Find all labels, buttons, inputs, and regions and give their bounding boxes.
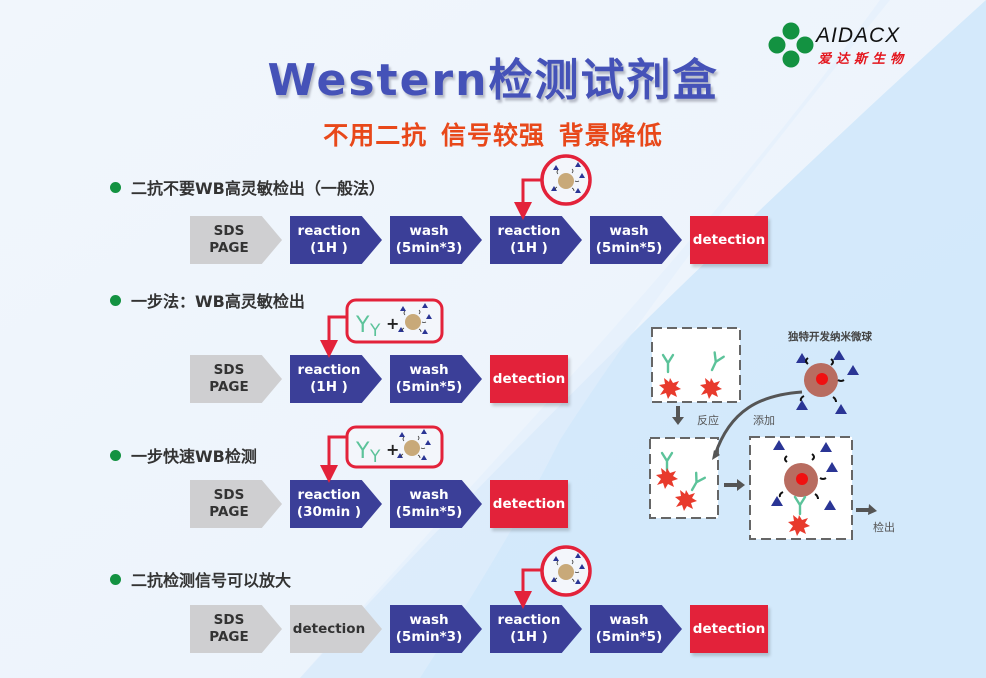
step-wash: wash(5min*5) (590, 216, 682, 264)
step-reaction: reaction(30min ) (290, 480, 382, 528)
section-3-label: 一步快速WB检测 (110, 443, 257, 467)
step-reaction: reaction(1H ) (290, 355, 382, 403)
bullet-icon (110, 573, 121, 585)
step-wash: wash(5min*5) (390, 480, 482, 528)
section-1-label: 二抗不要WB高灵敏检出（一般法） (110, 175, 385, 199)
bullet-icon (110, 449, 121, 461)
step-detection: detection (490, 355, 568, 403)
brand-name: AIDACX (816, 24, 901, 47)
step-wash: wash(5min*3) (390, 605, 482, 653)
section-2-label: 一步法：WB高灵敏检出 (110, 288, 305, 312)
step-detection: detection (690, 216, 768, 264)
step-detection-gray: detection (290, 605, 382, 653)
four-dot-logo-icon (768, 22, 814, 68)
bullet-icon (110, 294, 121, 306)
step-detection: detection (490, 480, 568, 528)
section-title: 二抗检测信号可以放大 (131, 571, 292, 590)
bullet-icon (110, 181, 121, 193)
section-title: 一步法：WB高灵敏检出 (131, 292, 305, 311)
step-reaction: reaction(1H ) (490, 216, 582, 264)
step-wash: wash(5min*3) (390, 216, 482, 264)
step-reaction: reaction(1H ) (490, 605, 582, 653)
page-subtitle: 不用二抗 信号较强 背景降低 (323, 121, 663, 150)
step-wash: wash(5min*5) (390, 355, 482, 403)
step-wash: wash(5min*5) (590, 605, 682, 653)
page-title: Western检测试剂盒 (267, 55, 719, 106)
section-title: 二抗不要WB高灵敏检出（一般法） (131, 179, 385, 198)
section-title: 一步快速WB检测 (131, 447, 257, 466)
brand-logo: AIDACX 爱达斯生物 (768, 22, 938, 72)
step-detection: detection (690, 605, 768, 653)
section-4-label: 二抗检测信号可以放大 (110, 567, 291, 591)
step-reaction: reaction(1H ) (290, 216, 382, 264)
brand-name-cn: 爱达斯生物 (818, 52, 909, 67)
